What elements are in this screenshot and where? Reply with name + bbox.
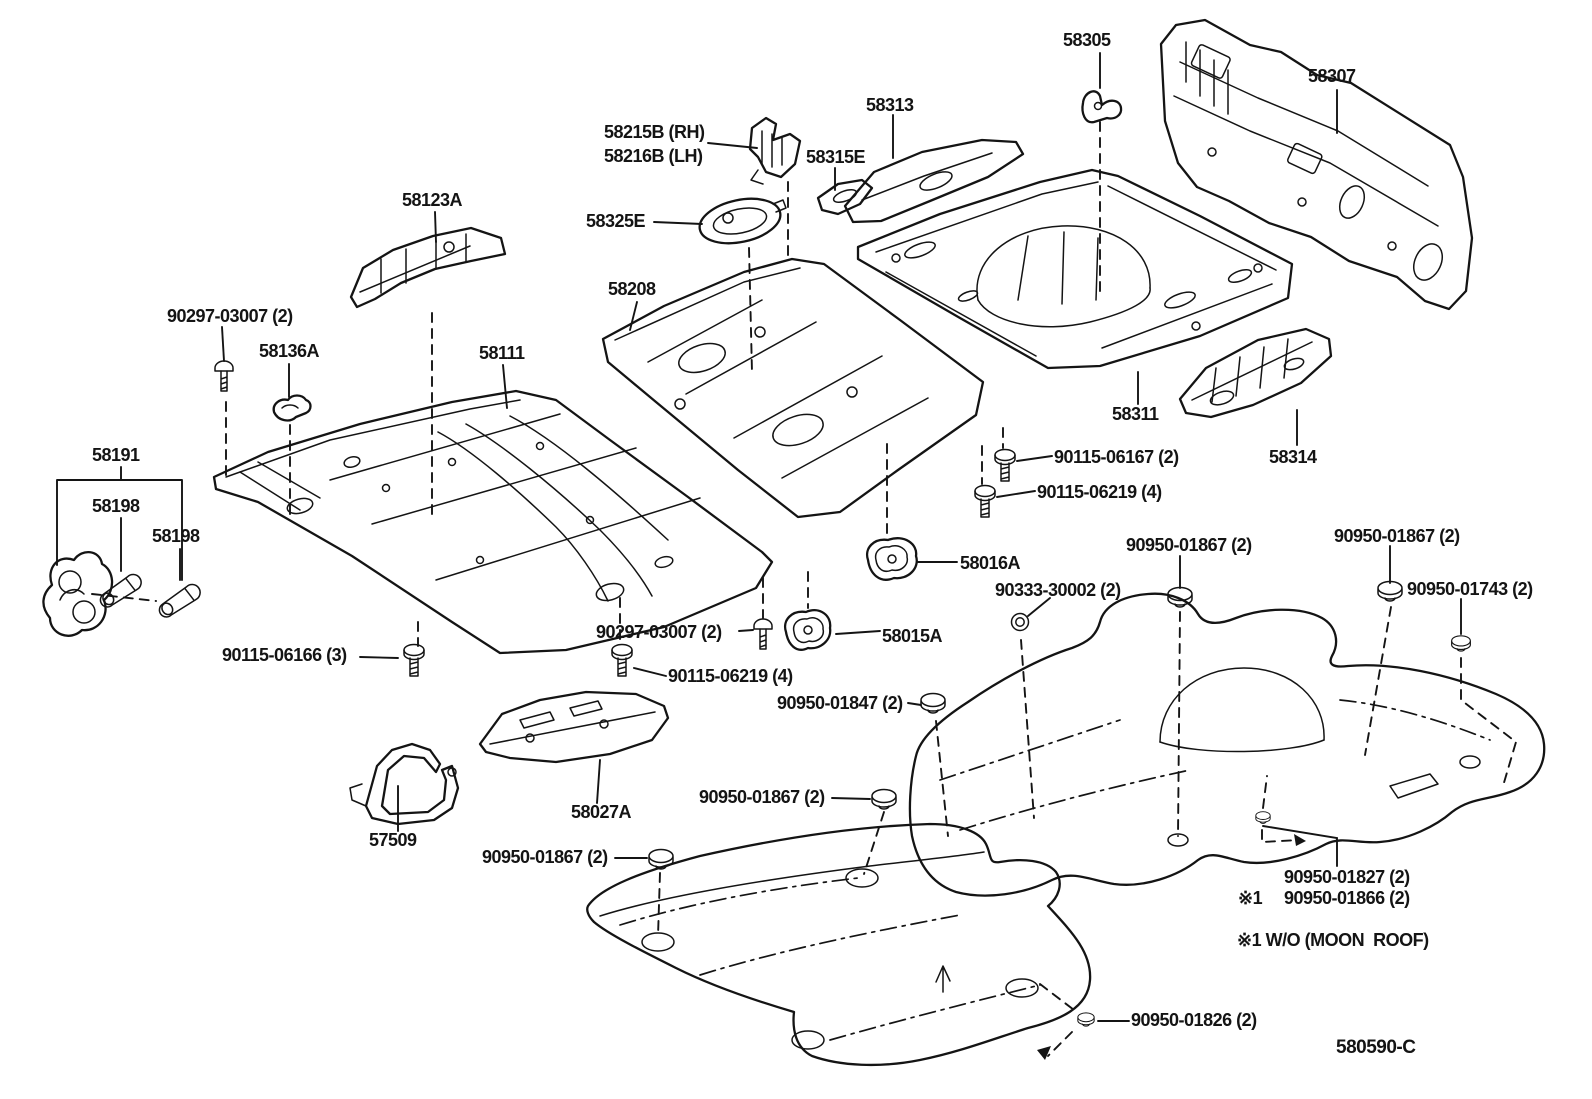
member-58314 xyxy=(1178,327,1333,419)
part-label-58016A: 58016A xyxy=(960,553,1021,573)
part-label-58123A: 58123A xyxy=(402,190,463,210)
plug-90950-01827 xyxy=(1255,811,1271,824)
part-label-90297-03007-a: 90297-03007 (2) xyxy=(167,306,293,326)
screw-90297-03007-a xyxy=(214,360,234,392)
part-label-90115-06166: 90115-06166 (3) xyxy=(222,645,347,665)
bracket-58305 xyxy=(1081,90,1123,124)
diagram-code: 580590-C xyxy=(1336,1037,1416,1058)
part-label-58208: 58208 xyxy=(608,279,656,299)
part-label-58307: 58307 xyxy=(1308,66,1356,86)
part-label-58216B: 58216B (LH) xyxy=(604,146,703,166)
bolt-90115-06219-a xyxy=(974,484,996,518)
assembly-dash-lines xyxy=(91,121,1518,1060)
bolt-90115-06166 xyxy=(403,643,425,677)
note-mark-1: ※1 xyxy=(1238,888,1263,908)
bolt-58198-b xyxy=(153,581,206,620)
floor-silencer-rear xyxy=(908,592,1546,897)
bolt-58198-a xyxy=(94,571,147,610)
plug-90950-01867-a xyxy=(1167,586,1193,608)
part-label-58313: 58313 xyxy=(866,95,914,115)
part-label-57509: 57509 xyxy=(369,830,417,850)
front-floor-pan-58111 xyxy=(212,389,774,655)
plug-90950-01867-b xyxy=(1377,580,1403,602)
plug-90950-01743 xyxy=(1451,635,1471,652)
part-label-58314: 58314 xyxy=(1269,447,1317,467)
part-label-90950-01867-c: 90950-01867 (2) xyxy=(699,787,825,807)
grommet-pad-58016A xyxy=(865,537,918,581)
plug-90950-01867-d xyxy=(648,848,674,870)
ring-90333-30002 xyxy=(1010,612,1030,632)
center-floor-pan-58208 xyxy=(601,257,985,519)
bolt-90115-06167 xyxy=(994,448,1016,482)
screw-90297-03007-b xyxy=(753,618,773,650)
lower-back-panel-58307 xyxy=(1159,18,1474,311)
part-label-90950-01847: 90950-01847 (2) xyxy=(777,693,903,713)
part-label-58305: 58305 xyxy=(1063,30,1111,50)
plug-90950-01867-c xyxy=(871,788,897,810)
part-label-58111: 58111 xyxy=(479,343,525,363)
rear-floor-pan xyxy=(856,168,1294,370)
part-label-90115-06219-b: 90115-06219 (4) xyxy=(668,666,793,686)
part-label-58027A: 58027A xyxy=(571,802,632,822)
part-label-58015A: 58015A xyxy=(882,626,943,646)
part-label-90297-03007-b: 90297-03007 (2) xyxy=(596,622,722,642)
part-label-90333-30002: 90333-30002 (2) xyxy=(995,580,1121,600)
part-label-90950-01867-d: 90950-01867 (2) xyxy=(482,847,608,867)
arrow-mark xyxy=(935,965,951,993)
part-label-58198-a: 58198 xyxy=(92,496,140,516)
clamp-58136A xyxy=(272,394,312,422)
bracket-58123A xyxy=(349,226,507,309)
footnote-moonroof: ※1 W/O (MOON ROOF) xyxy=(1237,930,1429,950)
part-label-90115-06167: 90115-06167 (2) xyxy=(1054,447,1179,467)
part-label-90950-01867-a: 90950-01867 (2) xyxy=(1126,535,1252,555)
plug-90950-01826 xyxy=(1077,1012,1095,1027)
pad-58325E xyxy=(698,197,787,245)
bracket-58191 xyxy=(42,551,114,637)
part-label-58311: 58311 xyxy=(1112,404,1159,424)
bracket-57509 xyxy=(349,742,460,826)
part-58315E xyxy=(816,178,874,216)
reinforcement-58313 xyxy=(843,138,1025,224)
floor-silencer-front xyxy=(586,822,1092,1067)
part-label-90950-01866: 90950-01866 (2) xyxy=(1284,888,1410,908)
part-label-90950-01867-b: 90950-01867 (2) xyxy=(1334,526,1460,546)
bolt-90115-06219-b xyxy=(611,643,633,677)
bracket-58027A xyxy=(478,690,670,764)
bracket-58215B xyxy=(748,116,802,185)
part-label-90950-01826: 90950-01826 (2) xyxy=(1131,1010,1257,1030)
part-label-90950-01743: 90950-01743 (2) xyxy=(1407,579,1533,599)
leader-lines xyxy=(56,52,1462,1022)
part-label-58191: 58191 xyxy=(92,445,140,465)
part-label-58215B: 58215B (RH) xyxy=(604,122,705,142)
part-label-58198-b: 58198 xyxy=(152,526,200,546)
part-label-58325E: 58325E xyxy=(586,211,646,231)
part-label-58136A: 58136A xyxy=(259,341,320,361)
part-label-58315E: 58315E xyxy=(806,147,866,167)
plug-90950-01847 xyxy=(920,692,946,714)
part-label-90115-06219-a: 90115-06219 (4) xyxy=(1037,482,1162,502)
grommet-pad-58015A xyxy=(783,609,832,651)
part-label-90950-01827: 90950-01827 (2) xyxy=(1284,867,1410,887)
